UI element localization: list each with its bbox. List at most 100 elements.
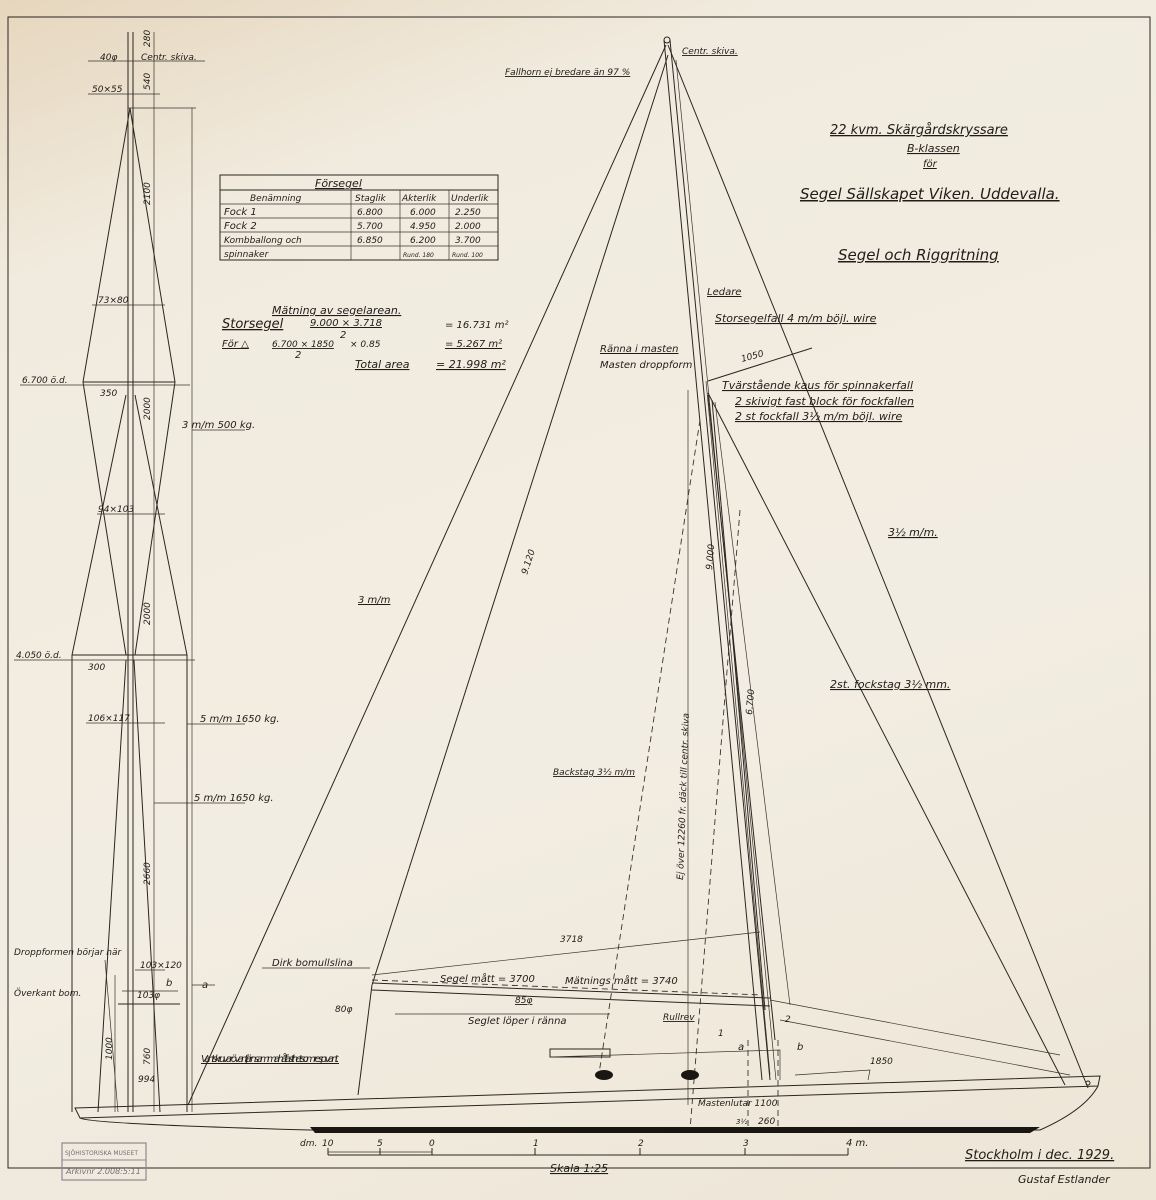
svg-text:Total area: Total area (355, 358, 410, 371)
mast-dim-1000: 1000 (105, 1037, 115, 1060)
mast-dim-2660: 2660 (143, 862, 153, 885)
title-block: 22 kvm. Skärgårdskryssare B-klassen för … (800, 123, 1060, 264)
mast-label-103x120: 103×120 (140, 961, 182, 971)
scale-tick: 3 (743, 1139, 749, 1149)
mast-label-5mm-b: 5 m/m 1650 kg. (194, 793, 274, 804)
svg-text:6.200: 6.200 (410, 236, 436, 246)
svg-text:2.000: 2.000 (455, 222, 481, 232)
svg-text:b: b (797, 1042, 803, 1053)
svg-text:Mastenlutar 1100: Mastenlutar 1100 (698, 1099, 778, 1109)
svg-text:2st. fockstag 3½ mm.: 2st. fockstag 3½ mm. (830, 678, 950, 691)
table-row: Kombballong och 6.850 6.200 3.700 (224, 236, 481, 246)
svg-text:Dirk bomullslina: Dirk bomullslina (272, 958, 353, 969)
svg-text:Storsegelfall 4 m/m böjl. wire: Storsegelfall 4 m/m böjl. wire (715, 312, 877, 325)
svg-text:Mätnings mått = 3740: Mätnings mått = 3740 (565, 974, 678, 987)
svg-text:Mätning av segelarean.: Mätning av segelarean. (272, 304, 401, 317)
table-header: Akterlik (401, 194, 437, 204)
scale-bar (327, 1148, 849, 1156)
svg-text:80φ: 80φ (335, 1005, 352, 1015)
mast-label-350: 350 (100, 389, 117, 399)
svg-text:1850: 1850 (870, 1057, 893, 1067)
scale-tick: 2 (638, 1139, 644, 1149)
svg-text:2: 2 (295, 350, 301, 361)
scale-tick: 10 (322, 1139, 334, 1149)
svg-text:Arkivnr 2.008:5:11: Arkivnr 2.008:5:11 (65, 1167, 141, 1176)
sail-rig (187, 36, 1089, 1131)
svg-text:För △: För △ (222, 339, 249, 350)
mast-label-94x103: 94×103 (98, 505, 134, 515)
forsegel-table (219, 174, 499, 261)
svg-text:6.700: 6.700 (745, 688, 757, 715)
table-header: Benämning (250, 194, 302, 204)
table-row: Fock 1 6.800 6.000 2.250 (224, 207, 481, 218)
scale-tick: 0 (429, 1139, 435, 1149)
svg-text:6.700 × 1850: 6.700 × 1850 (272, 340, 334, 350)
svg-text:6.850: 6.850 (357, 236, 383, 246)
mast-label-6700: 6.700 ö.d. (22, 376, 68, 386)
mast-dim-760: 760 (143, 1048, 153, 1065)
svg-text:Fock 2: Fock 2 (224, 221, 257, 232)
scale-tick: 1 (533, 1139, 539, 1149)
svg-text:85φ: 85φ (515, 996, 532, 1006)
svg-text:= 5.267 m²: = 5.267 m² (445, 339, 502, 350)
mast-label-a: a (202, 980, 208, 991)
svg-text:= 21.998 m²: = 21.998 m² (436, 358, 506, 371)
svg-text:9.120: 9.120 (520, 548, 538, 576)
mast-label-50x55: 50×55 (92, 85, 123, 95)
svg-text:Rullrev: Rullrev (663, 1013, 695, 1023)
svg-text:Fock 1: Fock 1 (224, 207, 257, 218)
mast-label-300: 300 (88, 663, 105, 673)
svg-text:Ej över 12260 fr. däck till ce: Ej över 12260 fr. däck till centr. skiva (676, 713, 692, 880)
svg-text:SJÖHISTORISKA MUSEET: SJÖHISTORISKA MUSEET (65, 1150, 138, 1157)
svg-text:3½ m/m.: 3½ m/m. (888, 526, 938, 539)
svg-text:för: för (923, 159, 938, 170)
svg-text:B-klassen: B-klassen (907, 142, 960, 155)
svg-text:1050: 1050 (740, 349, 765, 365)
signature: Gustaf Estlander (1018, 1173, 1111, 1186)
svg-text:Segel och Riggritning: Segel och Riggritning (838, 246, 999, 264)
svg-text:Fallhorn ej bredare än 97 %: Fallhorn ej bredare än 97 % (505, 68, 630, 78)
svg-text:Segel Sällskapet Viken. Uddeva: Segel Sällskapet Viken. Uddevalla. (800, 185, 1060, 203)
svg-text:Rund. 100: Rund. 100 (452, 252, 483, 259)
svg-text:5.700: 5.700 (357, 222, 383, 232)
scale-unit: dm. (300, 1139, 317, 1149)
rig-annotations: Fallhorn ej bredare än 97 % Centr. skiva… (201, 47, 950, 1127)
mast-label-994: 994 (138, 1075, 155, 1085)
mast-dim-280: 280 (143, 30, 153, 47)
mast-dim-540: 540 (143, 73, 153, 90)
hull (74, 1048, 1101, 1133)
svg-text:Backstag 3½ m/m: Backstag 3½ m/m (553, 768, 635, 778)
svg-text:3718: 3718 (560, 935, 583, 945)
mast-label-b: b (166, 978, 172, 989)
scale-caption: Skala 1:25 (550, 1162, 608, 1175)
scale-tick: 4 m. (846, 1138, 868, 1149)
svg-text:9.000 × 3.718: 9.000 × 3.718 (310, 318, 382, 329)
mast-detail (14, 32, 245, 1113)
svg-text:2: 2 (340, 330, 346, 341)
svg-text:Rund. 180: Rund. 180 (403, 252, 434, 259)
svg-text:spinnaker: spinnaker (224, 250, 270, 260)
svg-text:Vantskruvar ö vantjärn samma h: Vantskruvar ö vantjärn samma hållfasthet… (201, 1052, 340, 1065)
svg-text:Tvärstående kaus för spinnaker: Tvärstående kaus för spinnakerfall (722, 379, 913, 392)
svg-text:Segel mått = 3700: Segel mått = 3700 (440, 972, 535, 985)
svg-text:Centr. skiva.: Centr. skiva. (682, 47, 738, 57)
table-title: Försegel (315, 177, 362, 190)
table-row: Fock 2 5.700 4.950 2.000 (224, 221, 481, 232)
table-row: spinnaker Rund. 180 Rund. 100 (224, 250, 483, 260)
svg-text:Storsegel: Storsegel (222, 317, 284, 332)
mast-dim-2100: 2100 (143, 182, 153, 205)
mast-label-40: 40φ (100, 53, 117, 63)
drawing-frame (7, 16, 1151, 1169)
svg-text:Masten droppform: Masten droppform (600, 360, 693, 371)
svg-text:Seglet löper i ränna: Seglet löper i ränna (468, 1016, 567, 1027)
svg-text:a: a (738, 1042, 744, 1053)
svg-text:2: 2 (785, 1015, 791, 1025)
svg-text:2 st fockfall 3½ m/m böjl. wir: 2 st fockfall 3½ m/m böjl. wire (735, 410, 902, 423)
mast-label-73x80: 73×80 (98, 296, 129, 306)
svg-text:2.250: 2.250 (455, 208, 481, 218)
place-date: Stockholm i dec. 1929. (965, 1148, 1114, 1163)
svg-text:6.800: 6.800 (357, 208, 383, 218)
svg-text:6.000: 6.000 (410, 208, 436, 218)
